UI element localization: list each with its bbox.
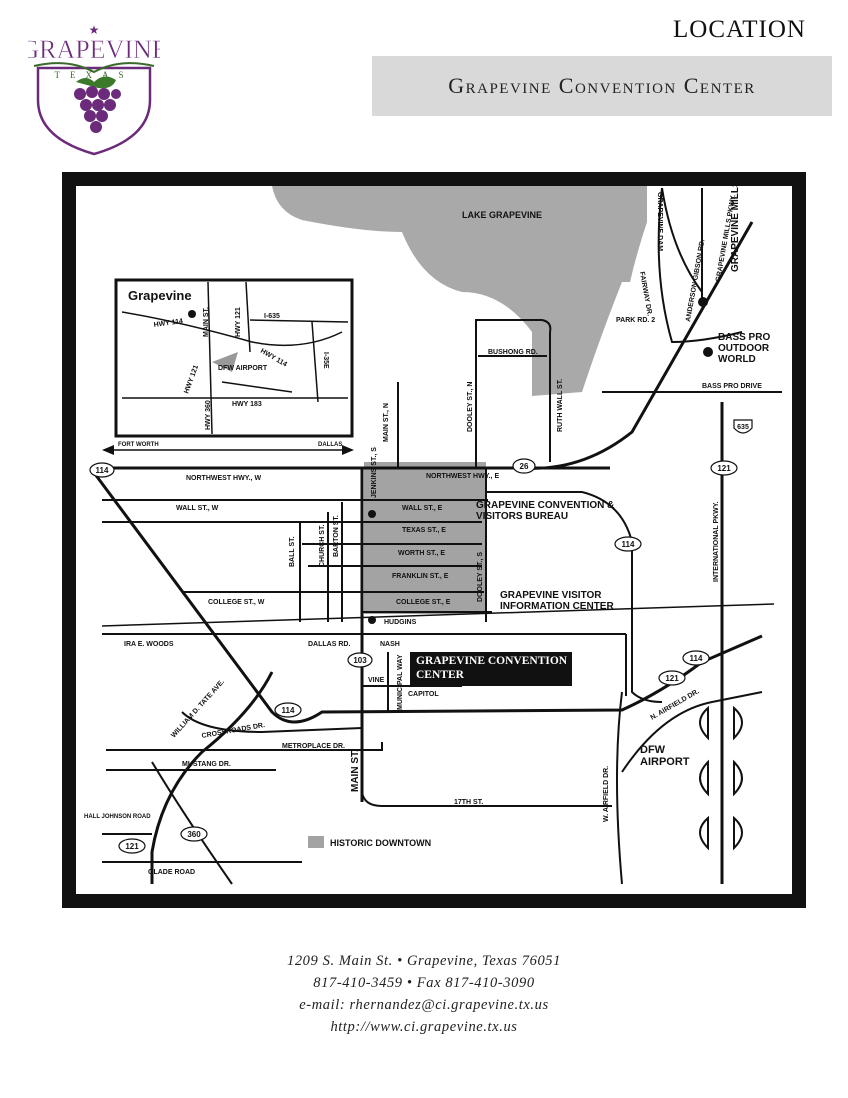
- svg-text:114: 114: [96, 466, 109, 475]
- legend-swatch: [308, 836, 324, 848]
- visitors-bureau-marker: [368, 510, 376, 518]
- svg-text:W. AIRFIELD DR.: W. AIRFIELD DR.: [603, 766, 610, 822]
- phone: 817-410-3459 • Fax 817-410-3090: [313, 975, 535, 991]
- svg-text:DOOLEY ST., N: DOOLEY ST., N: [467, 382, 474, 432]
- svg-text:INTERNATIONAL PKWY.: INTERNATIONAL PKWY.: [713, 501, 720, 582]
- svg-text:NORTHWEST HWY., E: NORTHWEST HWY., E: [426, 473, 499, 480]
- svg-text:VINE: VINE: [368, 677, 385, 684]
- svg-text:RUTH WALL ST.: RUTH WALL ST.: [557, 379, 564, 432]
- email: e-mail: rhernandez@ci.grapevine.tx.us: [299, 997, 549, 1013]
- svg-text:GRAPEVINE DAM: GRAPEVINE DAM: [656, 192, 663, 251]
- svg-text:COLLEGE ST., E: COLLEGE ST., E: [396, 599, 451, 606]
- svg-text:WORTH ST., E: WORTH ST., E: [398, 550, 445, 557]
- svg-text:JENKINS ST., S: JENKINS ST., S: [371, 447, 378, 498]
- svg-text:★: ★: [89, 23, 100, 37]
- svg-text:TEXAS ST., E: TEXAS ST., E: [402, 527, 446, 534]
- bass-pro-marker: [703, 347, 713, 357]
- svg-text:MAIN ST.: MAIN ST.: [203, 307, 210, 337]
- svg-text:HWY 183: HWY 183: [232, 401, 262, 408]
- svg-text:CHURCH ST.: CHURCH ST.: [319, 525, 326, 567]
- bass-pro-label: BASS PRO OUTDOOR WORLD: [718, 332, 771, 365]
- svg-text:360: 360: [187, 830, 201, 839]
- svg-text:26: 26: [520, 462, 529, 471]
- svg-text:NASH: NASH: [380, 641, 400, 648]
- dfw-airport-label: DFW AIRPORT: [640, 744, 690, 768]
- svg-text:114: 114: [622, 540, 635, 549]
- grapevine-mills-marker: [698, 297, 708, 307]
- contact-footer: 1209 S. Main St. • Grapevine, Texas 7605…: [0, 950, 848, 1038]
- visitor-info-marker: [368, 616, 376, 624]
- inset-title: Grapevine: [128, 288, 192, 303]
- website: http://www.ci.grapevine.tx.us: [330, 1019, 518, 1035]
- svg-text:BALL ST.: BALL ST.: [289, 536, 296, 567]
- svg-text:NORTHWEST HWY., W: NORTHWEST HWY., W: [186, 475, 261, 482]
- svg-text:114: 114: [690, 654, 703, 663]
- svg-text:MAIN ST.: MAIN ST.: [350, 749, 361, 792]
- lake-label: LAKE GRAPEVINE: [462, 210, 542, 220]
- svg-text:DALLAS RD.: DALLAS RD.: [308, 641, 350, 648]
- svg-text:17TH ST.: 17TH ST.: [454, 799, 483, 806]
- svg-text:MAIN ST., N: MAIN ST., N: [383, 403, 390, 442]
- svg-text:BARTON ST.: BARTON ST.: [333, 515, 340, 557]
- svg-text:GLADE ROAD: GLADE ROAD: [148, 869, 195, 876]
- svg-text:DFW AIRPORT: DFW AIRPORT: [218, 365, 268, 372]
- svg-text:FRANKLIN ST., E: FRANKLIN ST., E: [392, 573, 449, 580]
- svg-text:HWY 360: HWY 360: [205, 400, 212, 430]
- logo-state: TEXAS: [55, 70, 134, 80]
- convention-center-label: GRAPEVINE CONVENTION CENTER: [416, 655, 568, 681]
- svg-text:FORT WORTH: FORT WORTH: [118, 442, 159, 448]
- svg-text:I-35E: I-35E: [322, 352, 329, 369]
- svg-text:MUSTANG DR.: MUSTANG DR.: [182, 761, 231, 768]
- svg-text:121: 121: [665, 674, 679, 683]
- svg-text:HUDGINS: HUDGINS: [384, 619, 417, 626]
- page-title: Grapevine Convention Center: [372, 56, 832, 116]
- visitor-info-label: GRAPEVINE VISITOR INFORMATION CENTER: [500, 590, 614, 612]
- svg-text:635: 635: [737, 424, 749, 431]
- location-map: LAKE GRAPEVINE: [62, 172, 806, 908]
- svg-text:IRA E. WOODS: IRA E. WOODS: [124, 641, 174, 648]
- svg-text:COLLEGE ST., W: COLLEGE ST., W: [208, 599, 265, 606]
- historic-downtown-area: [364, 462, 486, 614]
- legend-label: HISTORIC DOWNTOWN: [330, 838, 431, 848]
- svg-text:HALL JOHNSON ROAD: HALL JOHNSON ROAD: [84, 814, 151, 820]
- svg-text:BASS PRO DRIVE: BASS PRO DRIVE: [702, 383, 762, 390]
- svg-text:114: 114: [282, 706, 295, 715]
- svg-text:WALL ST., E: WALL ST., E: [402, 505, 443, 512]
- svg-text:WALL ST., W: WALL ST., W: [176, 505, 219, 512]
- address: 1209 S. Main St. • Grapevine, Texas 7605…: [286, 953, 561, 969]
- svg-text:DOOLEY ST., S: DOOLEY ST., S: [477, 552, 484, 602]
- svg-text:HWY 121: HWY 121: [235, 307, 242, 337]
- convention-center-box: [410, 652, 572, 686]
- svg-text:HWY 114: HWY 114: [153, 318, 183, 329]
- svg-text:PARK RD. 2: PARK RD. 2: [616, 317, 655, 324]
- grapevine-logo: ★ GRAPEVINE TEXAS: [28, 23, 160, 156]
- svg-text:BUSHONG RD.: BUSHONG RD.: [488, 349, 538, 356]
- svg-text:METROPLACE DR.: METROPLACE DR.: [282, 743, 345, 750]
- svg-text:GRAPEVINE MILLS: GRAPEVINE MILLS: [730, 180, 741, 272]
- logo-title: GRAPEVINE: [28, 35, 160, 64]
- svg-text:MUNICIPAL WAY: MUNICIPAL WAY: [397, 654, 404, 710]
- dfw-airport-runways: [699, 705, 743, 851]
- svg-text:CAPITOL: CAPITOL: [408, 691, 439, 698]
- svg-text:121: 121: [717, 464, 731, 473]
- lake-grapevine: [272, 186, 627, 396]
- section-label: LOCATION: [673, 16, 806, 43]
- svg-text:121: 121: [125, 842, 139, 851]
- svg-text:103: 103: [353, 656, 367, 665]
- svg-text:I-635: I-635: [264, 313, 280, 320]
- visitors-bureau-label: GRAPEVINE CONVENTION & VISITORS BUREAU: [476, 500, 615, 522]
- svg-text:DALLAS: DALLAS: [318, 442, 342, 448]
